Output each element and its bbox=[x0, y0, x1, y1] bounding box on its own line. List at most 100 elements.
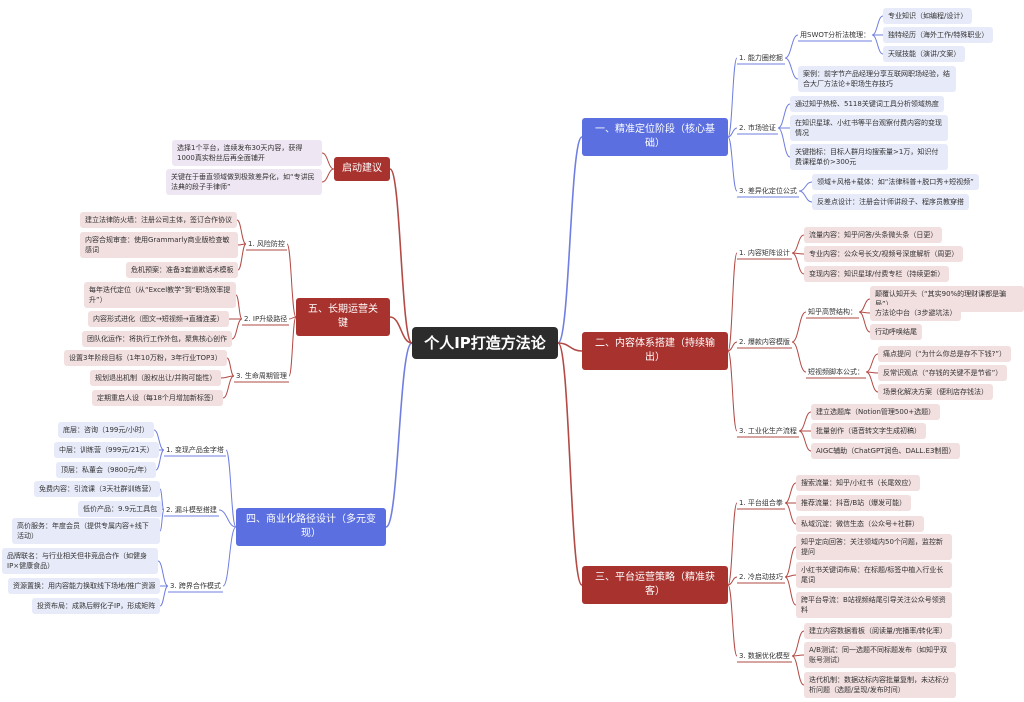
leaf-diff-1[interactable]: 领域+风格+载体：如“法律科普+脱口秀+短视频” bbox=[812, 174, 979, 190]
connector bbox=[153, 429, 165, 451]
connector bbox=[865, 353, 879, 373]
sub-platform-mix[interactable]: 1. 平台组合拳 bbox=[739, 499, 783, 507]
sub-upgrade[interactable]: 2. IP升级路径 bbox=[244, 315, 288, 323]
sub-funnel[interactable]: 2. 漏斗模型搭建 bbox=[166, 506, 217, 514]
connector bbox=[871, 15, 884, 36]
leaf-pyramid-3[interactable]: 顶层：私董会（9800元/年） bbox=[56, 462, 157, 478]
connector bbox=[727, 502, 738, 586]
connector bbox=[389, 316, 413, 344]
branch-monetization[interactable]: 四、商业化路径设计（多元变现） bbox=[236, 508, 386, 546]
leaf-mix-3[interactable]: 私域沉淀：微信生态（公众号+社群） bbox=[796, 516, 924, 532]
leaf-risk-1[interactable]: 建立法律防火墙：注册公司主体，签订合作协议 bbox=[80, 212, 237, 228]
leaf-swot-2[interactable]: 独特经历（海外工作/特殊职业） bbox=[883, 27, 994, 43]
connector bbox=[727, 127, 738, 138]
connector bbox=[218, 509, 237, 528]
leaf-startup-2[interactable]: 关键在于垂直领域做到极致差异化，如“专讲民法典的段子手律师” bbox=[166, 169, 322, 195]
leaf-matrix-1[interactable]: 流量内容：知乎问答/头条微头条（日更） bbox=[804, 227, 943, 243]
leaf-prod-1[interactable]: 建立选题库（Notion管理500+选题） bbox=[811, 404, 941, 420]
leaf-zhihu-3[interactable]: 行动呼唤结尾 bbox=[870, 324, 922, 340]
leaf-data-1[interactable]: 建立内容数据看板（阅读量/完播率/转化率） bbox=[804, 623, 952, 639]
leaf-prod-3[interactable]: AIGC辅助（ChatGPT润色、DALL.E3制图） bbox=[811, 443, 961, 459]
leaf-life-2[interactable]: 规划退出机制（股权出让/并购可能性） bbox=[90, 370, 222, 386]
branch-content[interactable]: 二、内容体系搭建（持续输出） bbox=[582, 332, 728, 370]
leaf-mix-2[interactable]: 推荐流量：抖音/B站（爆发可能） bbox=[796, 495, 912, 511]
leaf-pyramid-2[interactable]: 中层：训练营（999元/21天） bbox=[54, 442, 159, 458]
leaf-life-1[interactable]: 设置3年阶段目标（1年10万粉，3年行业TOP3） bbox=[64, 350, 227, 366]
sub-production[interactable]: 3. 工业化生产流程 bbox=[739, 427, 797, 435]
leaf-market-3[interactable]: 关键指标：目标人群月均搜索量>1万，知识付费课程单价>300元 bbox=[790, 144, 948, 170]
leaf-funnel-1[interactable]: 免费内容：引流课（3天社群训练营） bbox=[34, 481, 161, 497]
sub-capability[interactable]: 1. 能力圈挖掘 bbox=[739, 54, 783, 62]
connector bbox=[798, 411, 812, 432]
sub-market[interactable]: 2. 市场验证 bbox=[739, 124, 776, 132]
connector bbox=[798, 430, 812, 452]
sub-pyramid[interactable]: 1. 变现产品金字塔 bbox=[166, 446, 224, 454]
sub-video[interactable]: 短视频脚本公式： bbox=[808, 368, 864, 376]
connector bbox=[226, 357, 235, 377]
connector bbox=[222, 526, 237, 587]
leaf-data-2[interactable]: A/B测试：同一选题不同标题发布（如知乎双账号测试） bbox=[804, 642, 956, 668]
connector bbox=[791, 341, 807, 373]
connector bbox=[557, 136, 583, 344]
sub-data-model[interactable]: 3. 数据优化模型 bbox=[739, 652, 790, 660]
connector bbox=[225, 449, 237, 528]
sub-zhihu[interactable]: 知乎高赞结构： bbox=[808, 308, 857, 316]
sub-swot[interactable]: 用SWOT分析法梳理： bbox=[800, 31, 871, 39]
connector bbox=[871, 34, 884, 55]
leaf-cross-1[interactable]: 品牌联名：与行业相关但非竞品合作（如健身IP×健康食品） bbox=[2, 548, 158, 574]
leaf-market-1[interactable]: 通过知乎热榜、5118关键词工具分析领域热度 bbox=[790, 96, 944, 112]
sub-lifecycle[interactable]: 3. 生命周期管理 bbox=[236, 372, 287, 380]
leaf-video-2[interactable]: 反常识观点（“存钱的关键不是节省”） bbox=[878, 365, 1008, 381]
leaf-startup-1[interactable]: 选择1个平台，连续发布30天内容，获得1000真实粉丝后再全面铺开 bbox=[172, 140, 322, 166]
sub-cold-start[interactable]: 2. 冷启动技巧 bbox=[739, 573, 783, 581]
leaf-risk-2[interactable]: 内容合规审查：使用Grammarly商业版检查敏感词 bbox=[80, 232, 238, 258]
leaf-video-1[interactable]: 痛点提问（“为什么你总是存不下钱?”） bbox=[878, 346, 1011, 362]
leaf-upgrade-3[interactable]: 团队化运作：将执行工作外包，聚焦核心创作 bbox=[82, 331, 232, 347]
leaf-cold-3[interactable]: 跨平台导流：B站视频结尾引导关注公众号领资料 bbox=[796, 592, 952, 618]
leaf-matrix-3[interactable]: 变现内容：知识星球/付费专栏（持续更新） bbox=[804, 266, 950, 282]
leaf-pyramid-1[interactable]: 底层：咨询（199元/小时） bbox=[58, 422, 154, 438]
leaf-swot-1[interactable]: 专业知识（如编程/设计） bbox=[883, 8, 973, 24]
leaf-upgrade-2[interactable]: 内容形式进化（图文→短视频→直播连麦） bbox=[88, 311, 229, 327]
connector bbox=[791, 655, 805, 686]
leaf-case[interactable]: 案例：前字节产品经理分享互联网职场经验，结合大厂方法论+职场生存技巧 bbox=[798, 66, 956, 92]
sub-crossover[interactable]: 3. 跨界合作模式 bbox=[170, 582, 221, 590]
leaf-upgrade-1[interactable]: 每年迭代定位（从“Excel教学”到“职场效率提升”） bbox=[84, 282, 236, 308]
leaf-risk-3[interactable]: 危机预案：准备3套道歉话术模板 bbox=[126, 262, 239, 278]
leaf-cross-2[interactable]: 资源置换：用内容能力换取线下场地/推广资源 bbox=[8, 578, 161, 594]
connector bbox=[155, 449, 165, 471]
leaf-funnel-3[interactable]: 高价服务：年度会员（提供专属内容+线下活动） bbox=[12, 518, 160, 544]
leaf-video-3[interactable]: 场景化解决方案（便利店存钱法） bbox=[878, 384, 993, 400]
branch-operation[interactable]: 三、平台运营策略（精准获客） bbox=[582, 566, 728, 604]
leaf-matrix-2[interactable]: 专业内容：公众号长文/视频号深度解析（周更） bbox=[804, 246, 964, 262]
sub-matrix[interactable]: 1. 内容矩阵设计 bbox=[739, 249, 790, 257]
sub-template[interactable]: 2. 爆款内容模版 bbox=[739, 338, 790, 346]
leaf-market-2[interactable]: 在知识星球、小红书等平台观察付费内容的变现情况 bbox=[790, 115, 948, 141]
connector bbox=[858, 311, 871, 333]
branch-positioning[interactable]: 一、精准定位阶段（核心基础） bbox=[582, 118, 728, 156]
connector bbox=[727, 57, 738, 138]
leaf-zhihu-2[interactable]: 方法论中台（3步避坑法） bbox=[870, 305, 962, 321]
leaf-life-3[interactable]: 定期重启人设（每18个月增加新标签） bbox=[92, 390, 223, 406]
connector bbox=[727, 576, 738, 586]
sub-differentiation[interactable]: 3. 差异化定位公式 bbox=[739, 187, 797, 195]
root-node[interactable]: 个人IP打造方法论 bbox=[412, 327, 558, 359]
branch-startup[interactable]: 启动建议 bbox=[334, 157, 390, 181]
leaf-swot-3[interactable]: 天赋技能（演讲/文案） bbox=[883, 46, 966, 62]
leaf-cold-1[interactable]: 知乎定向回答：关注领域内50个问题，监控新提问 bbox=[796, 534, 952, 560]
connector bbox=[159, 509, 165, 532]
leaf-diff-2[interactable]: 反差点设计：注册会计师讲段子、程序员教穿搭 bbox=[812, 194, 969, 210]
connector bbox=[784, 502, 797, 525]
connector bbox=[222, 375, 235, 399]
leaf-cold-2[interactable]: 小红书关键词布局：在标题/标签中植入行业长尾词 bbox=[796, 562, 952, 588]
leaf-mix-1[interactable]: 搜索流量：知乎/小红书（长尾效应） bbox=[796, 475, 921, 491]
connector bbox=[236, 219, 247, 245]
leaf-data-3[interactable]: 迭代机制：数据达标内容批量复制，未达标分析问题（选题/呈现/发布时间） bbox=[804, 672, 956, 698]
leaf-cross-3[interactable]: 投资布局：成熟后孵化子IP，形成矩阵 bbox=[32, 598, 161, 614]
connector bbox=[791, 234, 805, 254]
branch-long-term[interactable]: 五、长期运营关键 bbox=[296, 298, 390, 336]
connector bbox=[727, 341, 738, 352]
sub-risk[interactable]: 1. 风险防控 bbox=[248, 240, 285, 248]
leaf-funnel-2[interactable]: 低价产品：9.9元工具包 bbox=[78, 501, 163, 517]
leaf-prod-2[interactable]: 批量创作（语音转文字生成初稿） bbox=[811, 423, 926, 439]
